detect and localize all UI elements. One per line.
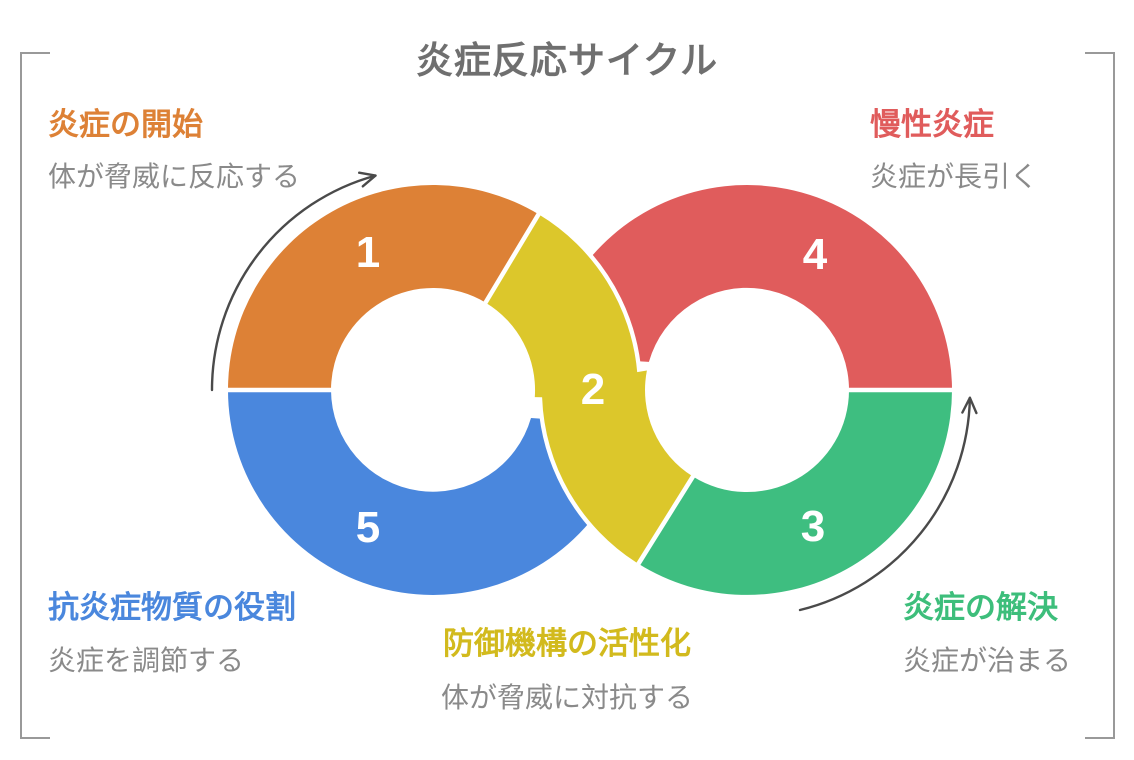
step-4-label: 慢性炎症	[870, 107, 994, 142]
segment-4-number: 4	[802, 230, 828, 279]
step-5-description: 炎症を調節する	[48, 645, 245, 676]
gap-arc-blue-yellow	[538, 404, 621, 555]
segment-5-blue-shape	[228, 390, 590, 595]
segment-5-number: 5	[355, 503, 381, 552]
segment-2-yellow-shape	[485, 214, 693, 564]
step-1-description: 体が脅威に反応する	[48, 161, 301, 192]
segment-4-red-shape	[590, 185, 952, 390]
frame-bracket-left	[20, 52, 50, 739]
step-2-label: 防御機構の活性化	[443, 626, 691, 661]
segment-1-orange-shape	[228, 185, 539, 390]
segment-3-green-shape	[638, 390, 952, 595]
gap-green-yellow	[634, 472, 697, 568]
gap-arc-red-yellow	[569, 234, 642, 376]
step-3-label: 炎症の解決	[903, 590, 1058, 625]
segment-3-number: 3	[800, 502, 826, 551]
step-1-label: 炎症の開始	[48, 107, 203, 142]
segment-2-number: 2	[580, 365, 606, 414]
segment-1-number: 1	[355, 228, 381, 277]
arrow-top-left	[210, 171, 377, 392]
step-2-description: 体が脅威に対抗する	[440, 682, 693, 713]
arrow-bottom-right	[798, 396, 978, 612]
frame-bracket-right	[1085, 52, 1115, 739]
step-5-label: 抗炎症物質の役割	[48, 590, 296, 625]
step-3-description: 炎症が治まる	[903, 645, 1072, 676]
page-title: 炎症反応サイクル	[415, 40, 719, 81]
gap-orange-yellow	[482, 210, 543, 307]
step-4-description: 炎症が長引く	[870, 161, 1039, 192]
